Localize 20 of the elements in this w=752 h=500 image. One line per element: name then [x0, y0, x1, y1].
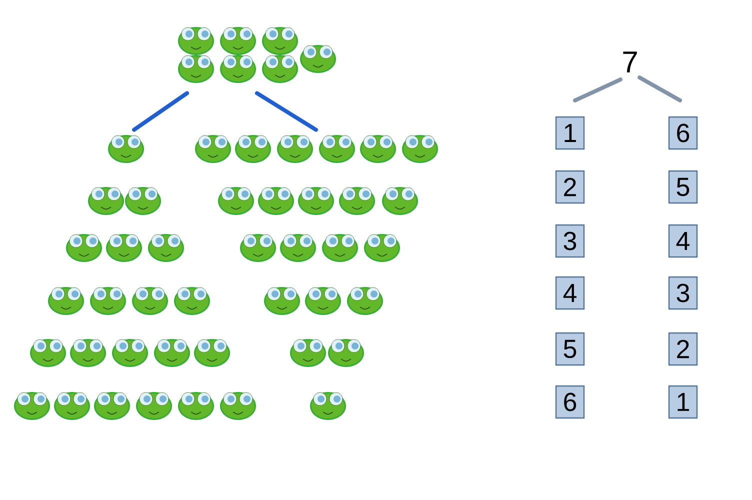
- number-box: 3: [555, 224, 585, 258]
- connector-line: [573, 78, 622, 102]
- number-box: 6: [668, 116, 698, 150]
- number-box: 5: [668, 170, 698, 204]
- number-box: 4: [668, 224, 698, 258]
- frogs-drawing: [108, 135, 144, 163]
- number-box: 6: [555, 385, 585, 419]
- number-box: 2: [555, 170, 585, 204]
- connector-line: [638, 76, 682, 102]
- connector-line: [132, 91, 189, 132]
- number-box: 3: [668, 276, 698, 310]
- number-box: 4: [555, 276, 585, 310]
- number-box: 2: [668, 332, 698, 366]
- total-number: 7: [623, 52, 637, 72]
- number-box: 1: [555, 116, 585, 150]
- connector-line: [255, 91, 318, 132]
- number-box: 5: [555, 332, 585, 366]
- frogs-drawing: [195, 135, 438, 163]
- frogs-drawing: [178, 27, 336, 83]
- number-box: 1: [668, 385, 698, 419]
